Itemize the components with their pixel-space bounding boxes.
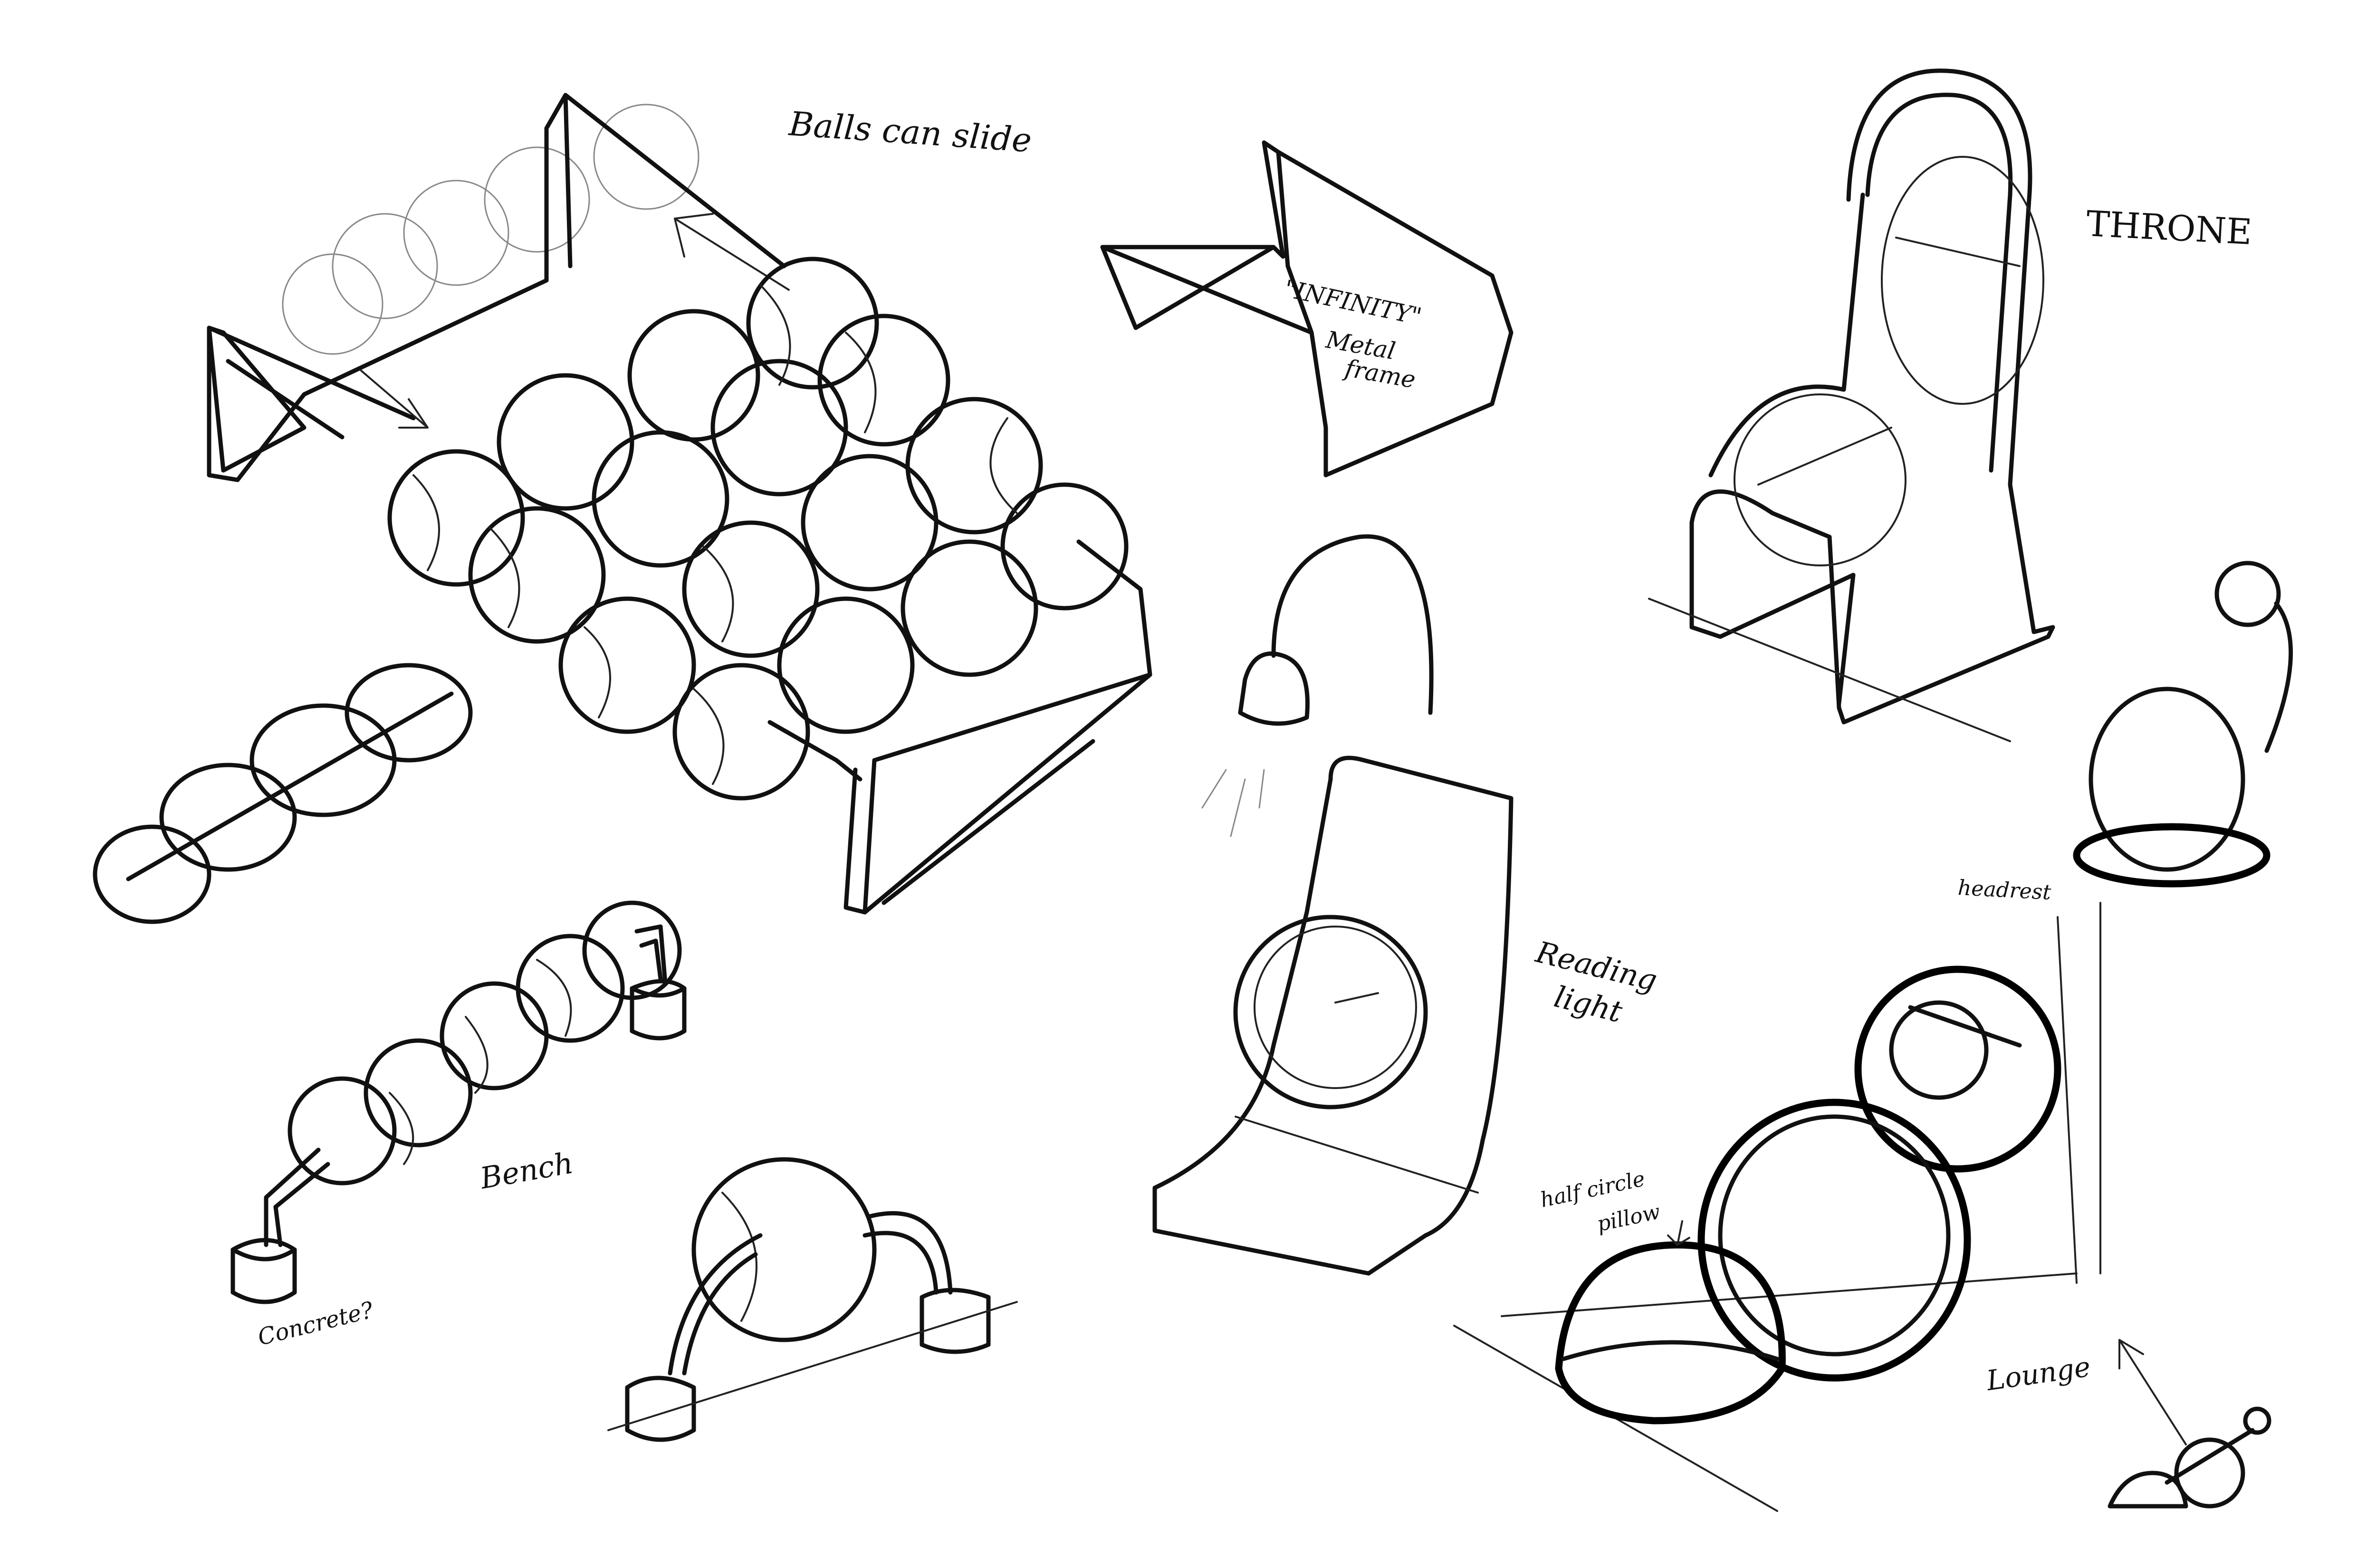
- note-throne: THRONE: [2085, 203, 2253, 253]
- arc-stool-block-right: [920, 1288, 991, 1354]
- sofa-frame-base: [862, 672, 1152, 915]
- arc-stool-right-arm: [862, 1211, 953, 1295]
- bead-stick-sketch: [93, 663, 473, 924]
- lounge-wall-lines: [1453, 902, 2101, 1512]
- throne-chair-sketch: [1648, 68, 2055, 742]
- lounge-headrest-ball: [1889, 1000, 1989, 1100]
- infinity-frame-sketch: [1100, 140, 1514, 478]
- bench-leg-right: [634, 924, 668, 986]
- sofa-frame-triangle: [207, 325, 307, 473]
- lamp-shade: [1238, 651, 1310, 726]
- lounge-pillow-arrow: [1667, 1220, 1690, 1246]
- lounge-pillow-edge: [1561, 1340, 1780, 1361]
- lounge-thumbnail-arrow: [2118, 1339, 2187, 1445]
- lounge-seat-ring: [1697, 1099, 1971, 1382]
- lamp-neck: [1271, 534, 1434, 715]
- arc-stool-block-left: [625, 1376, 696, 1442]
- reading-chair-shell: [1152, 755, 1514, 1276]
- throne-ball-upper: [1881, 156, 2044, 405]
- note-headrest: headrest: [1957, 875, 2052, 905]
- lounge-headrest-rod: [1908, 1005, 2022, 1048]
- lamp-rays: [1201, 769, 1265, 837]
- ball-grid-sofa-sketch: [207, 93, 1152, 915]
- sofa-ball-seams: [412, 284, 1018, 785]
- ghost-balls: [282, 104, 699, 355]
- lamp-small-ball: [2214, 561, 2281, 627]
- lounge-thumbnail-sketch: [2108, 1339, 2271, 1509]
- arc-stool-ground: [607, 1301, 1018, 1431]
- ball-lamp-sketch: [2073, 561, 2293, 888]
- lounge-sketch: [1453, 902, 2101, 1512]
- arc-ball-stool-sketch: [607, 1157, 1018, 1442]
- reading-light-chair-sketch: [1152, 534, 1514, 1276]
- bench-sketch: [230, 900, 687, 1304]
- throne-frame: [1689, 68, 2055, 725]
- slide-arrow-2: [360, 370, 429, 429]
- sofa-frame-back: [207, 93, 786, 482]
- throne-construction-lines: [1648, 237, 2021, 742]
- arc-stool-ball: [691, 1157, 877, 1342]
- throne-frame-inner: [1708, 93, 2013, 478]
- sofa-frame-front: [767, 539, 1152, 915]
- throne-ball-lower: [1734, 393, 1907, 566]
- bead-stick-rod: [126, 691, 454, 881]
- infinity-frame-outline: [1100, 140, 1514, 478]
- arc-stool-left-arm: [668, 1233, 763, 1376]
- concrete-block-left: [230, 1238, 297, 1304]
- lounge-pillow: [1555, 1241, 1786, 1425]
- lamp-base: [2073, 823, 2271, 888]
- bench-leg-left: [264, 1147, 330, 1247]
- concrete-block-right: [630, 979, 687, 1041]
- lounge-headrest-ring: [1854, 966, 2061, 1173]
- lamp-arm: [2264, 601, 2293, 753]
- lamp-large-ball: [2089, 687, 2245, 872]
- sofa-balls: [387, 257, 1129, 801]
- reading-chair-ball: [1233, 915, 1428, 1109]
- reading-chair-details: [1235, 992, 1479, 1194]
